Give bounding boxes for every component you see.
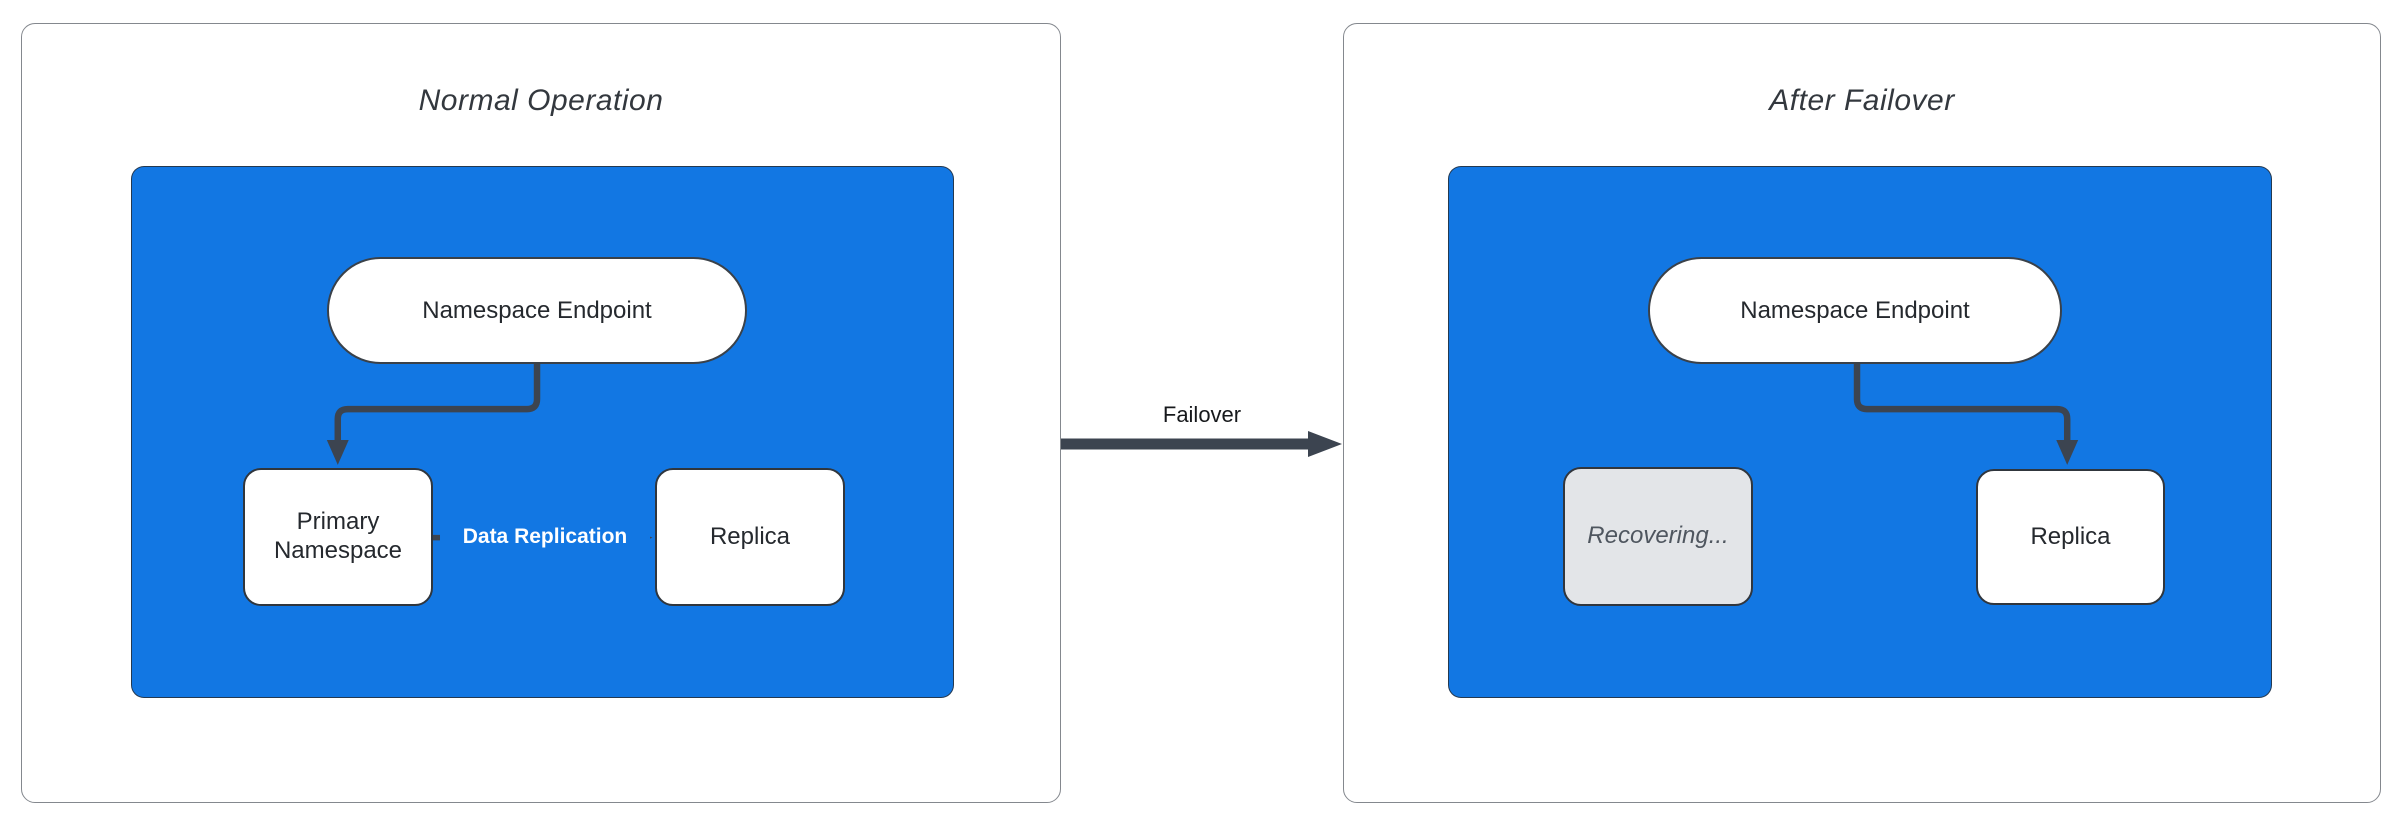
normal-operation-title: Normal Operation <box>418 84 664 117</box>
normal-operation-panel: Normal Operation Namespace Endpoint Prim… <box>21 23 1061 803</box>
after-failover-title: After Failover <box>1769 84 1955 117</box>
replica-node-right: Replica <box>1976 469 2165 605</box>
after-failover-container: Namespace Endpoint Recovering... Replica <box>1448 166 2272 698</box>
endpoint-to-primary-arrowhead <box>326 439 349 465</box>
recovering-node: Recovering... <box>1563 467 1753 606</box>
data-replication-edge-label: Data Replication <box>440 522 650 552</box>
after-failover-panel: After Failover Namespace Endpoint Recove… <box>1343 23 2381 803</box>
namespace-endpoint-label-left: Namespace Endpoint <box>422 296 652 324</box>
primary-namespace-node: Primary Namespace <box>243 468 433 606</box>
endpoint-to-replica-arrowhead <box>2056 439 2079 465</box>
replica-label-right: Replica <box>2030 522 2111 550</box>
namespace-endpoint-node-right: Namespace Endpoint <box>1648 257 2062 364</box>
endpoint-to-replica-arrow <box>1853 363 2071 440</box>
primary-namespace-label: Primary Namespace <box>273 508 403 564</box>
namespace-endpoint-label-right: Namespace Endpoint <box>1740 296 1970 324</box>
after-failover-edges <box>1853 363 2079 465</box>
recovering-label: Recovering... <box>1587 522 1729 550</box>
replica-node-left: Replica <box>655 468 845 606</box>
failover-edge-label: Failover <box>1162 402 1242 427</box>
endpoint-to-primary-arrow <box>334 363 541 440</box>
replica-label-left: Replica <box>709 522 791 550</box>
normal-operation-edges <box>326 363 653 550</box>
namespace-endpoint-node-left: Namespace Endpoint <box>327 257 747 364</box>
failover-arrowhead <box>1308 431 1342 457</box>
normal-operation-container: Namespace Endpoint Primary Namespace Rep… <box>131 166 954 698</box>
